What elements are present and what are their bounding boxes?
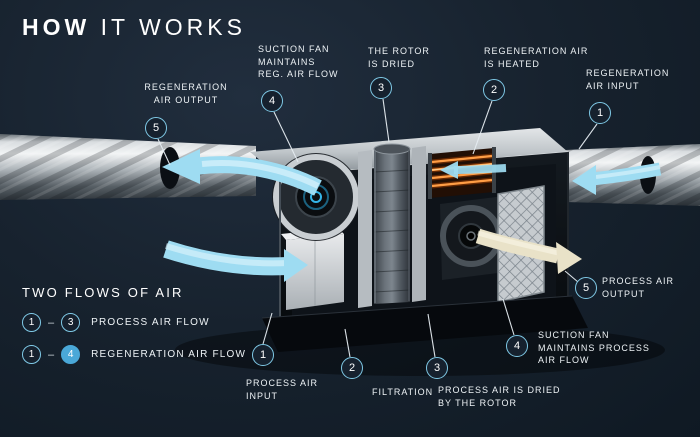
marker-top-3: 3 <box>370 77 392 99</box>
marker-number: 4 <box>513 340 521 352</box>
marker-number: 4 <box>268 95 276 107</box>
machine-body <box>250 128 588 352</box>
callout-label-line: REG. AIR FLOW <box>258 69 339 79</box>
process-input-arrow <box>163 240 308 282</box>
callout-label-line: AIR FLOW <box>538 355 590 365</box>
callout-label-line: REGENERATION AIR <box>484 46 589 56</box>
heater-flow-arrow <box>440 161 507 179</box>
marker-number: 1 <box>596 107 604 119</box>
callout-regeneration-air-input: REGENERATION AIR INPUT <box>586 67 669 92</box>
callout-suction-fan-reg: SUCTION FAN MAINTAINS REG. AIR FLOW <box>258 43 339 81</box>
callout-process-air-dried: PROCESS AIR IS DRIED BY THE ROTOR <box>438 384 561 409</box>
callout-label-line: PROCESS AIR <box>602 276 675 286</box>
legend-title: TWO FLOWS OF AIR <box>22 285 184 300</box>
callout-label-line: THE ROTOR <box>368 46 430 56</box>
legend-label: PROCESS AIR FLOW <box>91 317 210 328</box>
legend-dash: – <box>48 348 55 361</box>
legend-row-regeneration-air-flow: 1 – 4 REGENERATION AIR FLOW <box>22 345 246 364</box>
legend-marker-to: 3 <box>61 313 81 332</box>
callout-label-line: IS DRIED <box>368 58 416 69</box>
rotor <box>373 143 411 304</box>
callout-process-air-input: PROCESS AIR INPUT <box>246 377 318 402</box>
marker-number: 1 <box>28 317 35 328</box>
marker-number: 1 <box>28 349 35 360</box>
marker-top-2: 2 <box>483 79 505 101</box>
divider-panel-left <box>358 150 372 308</box>
marker-number: 1 <box>259 349 267 361</box>
marker-number: 2 <box>348 362 356 374</box>
legend-marker-from: 1 <box>22 313 41 332</box>
regeneration-input-arrow <box>572 162 662 195</box>
legend-marker-to: 4 <box>61 345 81 364</box>
legend-label: REGENERATION AIR FLOW <box>91 349 247 360</box>
callout-label-line: AIR INPUT <box>586 80 640 91</box>
marker-top-1: 1 <box>589 102 611 124</box>
callout-rotor-dried: THE ROTOR IS DRIED <box>368 45 430 70</box>
marker-number: 3 <box>377 82 385 94</box>
callout-label-line: BY THE ROTOR <box>438 397 518 408</box>
left-duct <box>0 134 256 200</box>
callout-process-air-output: PROCESS AIR OUTPUT <box>602 275 674 300</box>
callout-label-line: AIR OUTPUT <box>153 94 219 105</box>
regeneration-output-arrow <box>162 149 322 196</box>
callout-label-line: MAINTAINS PROCESS <box>538 342 650 353</box>
callout-label-line: IS HEATED <box>484 58 540 69</box>
legend-row-process-air-flow: 1 – 3 PROCESS AIR FLOW <box>22 313 246 332</box>
title-rest: IT WORKS <box>100 14 246 40</box>
marker-bottom-2: 2 <box>341 357 363 379</box>
process-fan <box>440 196 506 280</box>
callout-label-line: PROCESS AIR <box>246 378 319 388</box>
marker-bottom-1: 1 <box>252 344 274 366</box>
marker-number: 2 <box>490 84 498 96</box>
callout-regeneration-air-heated: REGENERATION AIR IS HEATED <box>484 45 588 70</box>
marker-top-4: 4 <box>261 90 283 112</box>
callout-suction-fan-process: SUCTION FAN MAINTAINS PROCESS AIR FLOW <box>538 329 650 367</box>
divider-panel-right <box>412 146 426 302</box>
marker-number: 4 <box>67 349 74 360</box>
marker-top-5: 5 <box>145 117 167 139</box>
page-title: HOW IT WORKS <box>22 14 246 41</box>
callout-label-line: PROCESS AIR IS DRIED <box>438 385 561 395</box>
process-output-arrow <box>475 228 582 274</box>
callout-label-line: SUCTION FAN <box>258 44 330 54</box>
title-emphasis: HOW <box>22 14 91 40</box>
marker-bottom-4: 4 <box>506 335 528 357</box>
callout-filtration: FILTRATION <box>372 386 433 399</box>
leader-lines <box>157 98 598 358</box>
callout-label-line: MAINTAINS <box>258 56 316 67</box>
marker-number: 5 <box>152 122 160 134</box>
callout-label-line: REGENERATION <box>144 82 228 92</box>
callout-label-line: FILTRATION <box>372 387 434 397</box>
marker-bottom-3: 3 <box>426 357 448 379</box>
marker-bottom-5: 5 <box>575 277 597 299</box>
callout-label-line: REGENERATION <box>586 68 670 78</box>
marker-number: 3 <box>433 362 441 374</box>
callout-label-line: INPUT <box>246 390 278 401</box>
legend-marker-from: 1 <box>22 345 41 364</box>
legend-dash: – <box>48 316 55 329</box>
callout-label-line: SUCTION FAN <box>538 330 610 340</box>
legend: TWO FLOWS OF AIR 1 – 3 PROCESS AIR FLOW … <box>22 285 246 364</box>
callout-regeneration-air-output: REGENERATION AIR OUTPUT <box>134 81 238 106</box>
marker-number: 3 <box>67 317 74 328</box>
callout-label-line: OUTPUT <box>602 288 645 299</box>
marker-number: 5 <box>582 282 590 294</box>
